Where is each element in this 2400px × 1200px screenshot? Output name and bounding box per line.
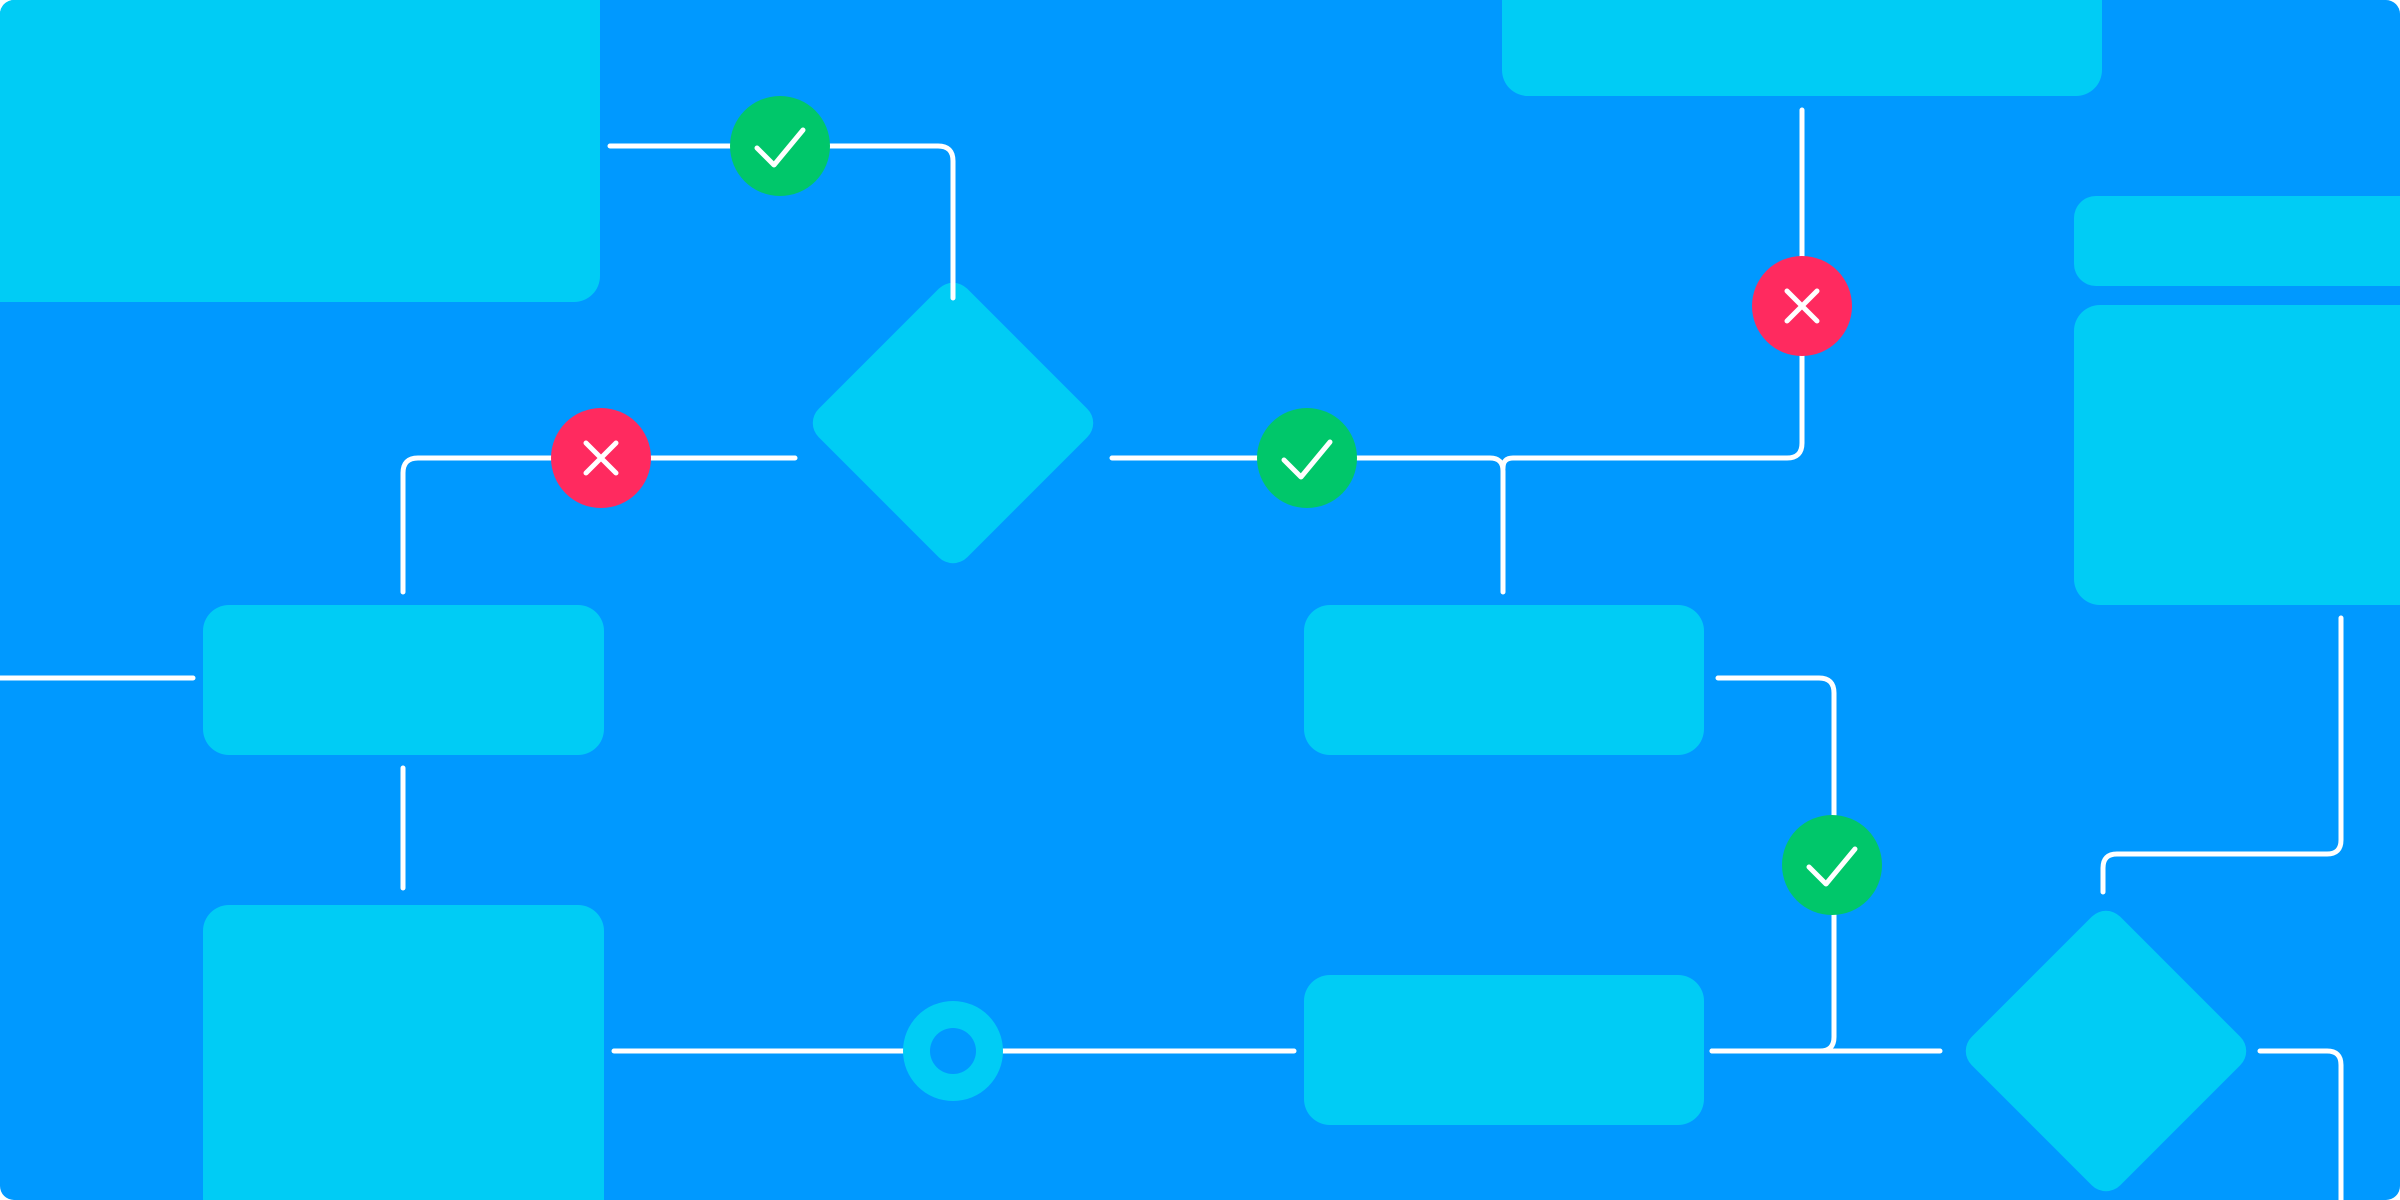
connector-decision-right-exit [2257,1048,2344,1200]
connector-decision-to-right-node [2100,615,2344,895]
check-icon [1806,846,1858,887]
reject-badge-top-right [1752,256,1852,356]
connector-decision-approve-branch [1109,455,1506,595]
process-node-top-left[interactable] [0,0,600,302]
cross-icon [583,440,619,476]
approve-badge-bottom-right [1782,815,1882,915]
junction-node[interactable] [903,1001,1003,1101]
connector-to-top-center-node [1500,107,1805,471]
decision-node-bottom-right[interactable] [1958,903,2255,1200]
process-node-mid-center[interactable] [1304,605,1704,755]
process-node-bottom-center[interactable] [1304,975,1704,1125]
connector-start-to-decision [607,143,956,301]
connector-decision-reject-branch [400,455,798,595]
check-icon [1281,439,1333,480]
process-node-bottom-left[interactable] [203,905,604,1200]
approve-badge-top [730,96,830,196]
process-node-right-upper-small[interactable] [2074,196,2400,286]
process-node-top-center[interactable] [1502,0,2102,96]
check-icon [754,127,806,168]
process-node-mid-left[interactable] [203,605,604,755]
approve-badge-middle [1257,408,1357,508]
ring-icon [930,1028,976,1074]
reject-badge-left [551,408,651,508]
process-node-right-upper-large[interactable] [2074,305,2400,605]
decision-node-top[interactable] [805,275,1102,572]
cross-icon [1784,288,1820,324]
